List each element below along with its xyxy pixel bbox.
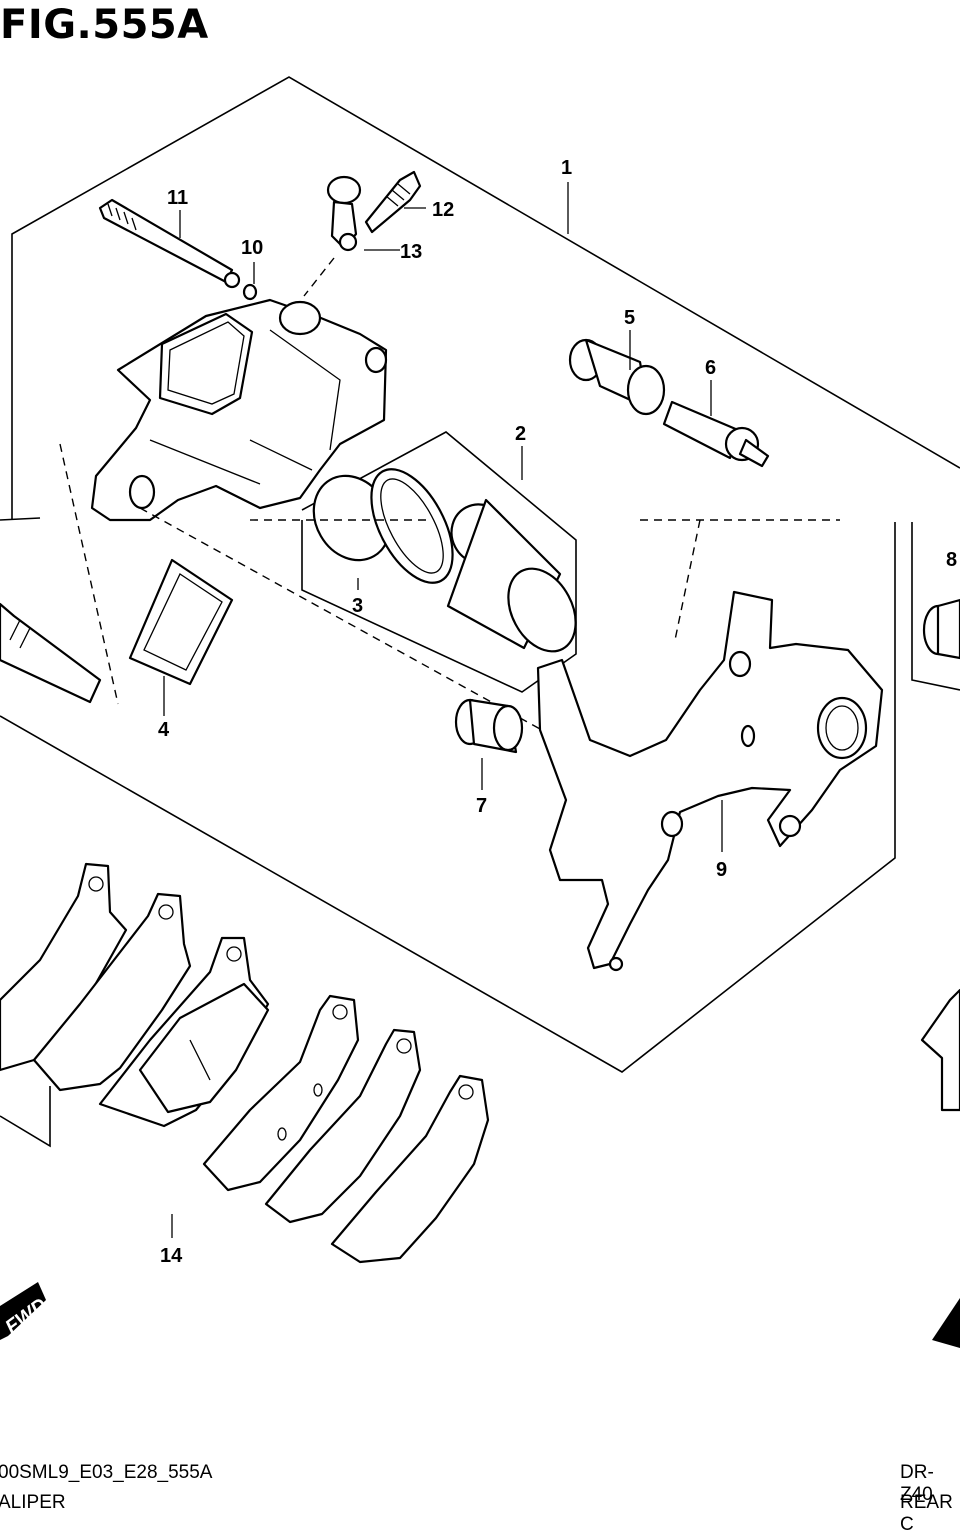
o-ring-10 — [242, 283, 258, 301]
fwd-arrow-icon — [0, 1282, 46, 1340]
footer-part-name: ALIPER — [0, 1492, 66, 1513]
pin-11 — [98, 198, 241, 289]
callout-4: 4 — [158, 719, 170, 741]
figure-title: FIG.555A — [0, 2, 209, 48]
pin-8-partial — [922, 598, 960, 660]
brake-pads-14 — [0, 862, 490, 1264]
callout-2: 2 — [515, 423, 526, 445]
boot-5 — [568, 338, 666, 416]
pad-spring-4 — [128, 558, 234, 686]
callout-7: 7 — [476, 795, 487, 817]
callout-5: 5 — [624, 307, 635, 329]
arrow-partial-right-icon — [932, 1298, 960, 1348]
callout-1: 1 — [561, 157, 572, 179]
footer-section-name: REAR C — [900, 1492, 953, 1535]
caliper-body — [90, 298, 388, 522]
assembly-outline — [0, 76, 960, 1073]
piston-group-2 — [301, 431, 577, 693]
boot-7 — [454, 698, 524, 754]
callout-3: 3 — [352, 595, 363, 617]
leader-lines — [163, 182, 723, 1238]
callout-8: 8 — [946, 549, 957, 571]
callout-14: 14 — [160, 1245, 183, 1267]
cap-13 — [326, 175, 362, 252]
callout-11: 11 — [167, 187, 188, 209]
bleeder-12 — [364, 170, 422, 234]
callout-13: 13 — [400, 241, 422, 263]
callout-9: 9 — [716, 859, 727, 881]
footer-model-code: DR-Z40 — [900, 1462, 934, 1505]
pin-partial-left — [0, 602, 102, 704]
callout-6: 6 — [705, 357, 716, 379]
callout-12: 12 — [432, 199, 454, 221]
pad-partial-right — [920, 988, 960, 1112]
callout-10: 10 — [241, 237, 263, 259]
footer-drawing-code: 00SML9_E03_E28_555A — [0, 1462, 213, 1483]
caliper-bracket-9 — [536, 590, 884, 972]
sleeve-6 — [662, 400, 770, 468]
